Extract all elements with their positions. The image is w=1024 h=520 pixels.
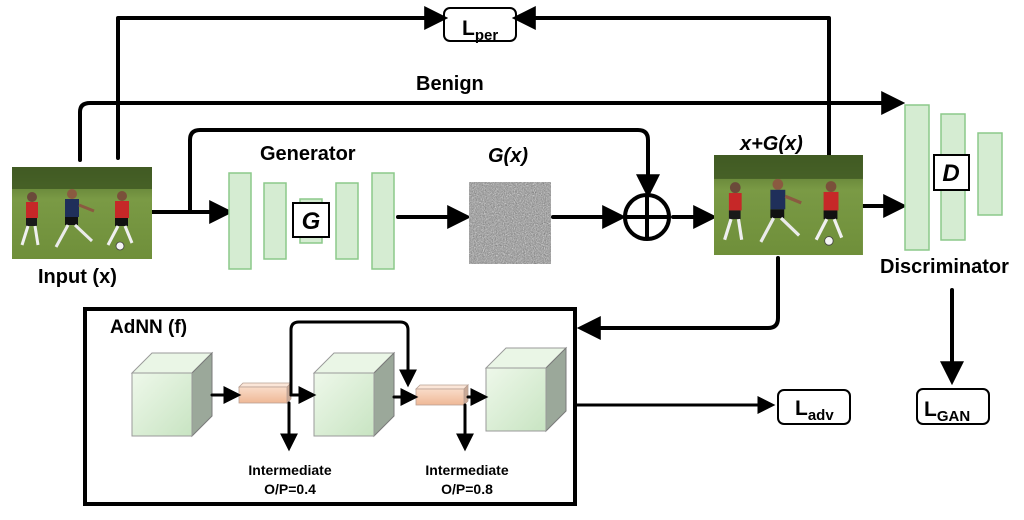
adnn-connector-1 — [238, 382, 292, 404]
generator-layer-4 — [335, 182, 359, 260]
wire-xgx-to-lper — [511, 6, 831, 157]
adnn-skip-arrow — [289, 320, 417, 397]
adnn-block-2 — [312, 351, 396, 438]
gx-label: G(x) — [488, 145, 528, 167]
intermediate-2-title: Intermediate — [425, 462, 508, 478]
loss-adv-label: Ladv — [795, 397, 834, 424]
discriminator-network: D — [904, 104, 1003, 251]
loss-gan-label: LGAN — [924, 398, 970, 425]
generator-layer-1 — [228, 172, 252, 270]
adnn-block-1 — [130, 351, 214, 438]
discriminator-label: Discriminator — [880, 256, 1009, 278]
adnn-container — [83, 307, 577, 506]
generator-symbol-box — [292, 202, 330, 238]
discriminator-layer-1 — [904, 104, 930, 251]
generator-symbol: G — [302, 208, 321, 235]
gx-noise-image — [469, 182, 551, 264]
discriminator-symbol: D — [942, 160, 959, 187]
input-image — [10, 165, 154, 261]
input-label: Input (x) — [38, 266, 117, 288]
generator-network: G — [228, 172, 395, 270]
intermediate-1-value: O/P=0.4 — [264, 481, 316, 497]
wire-input-to-lper — [116, 6, 449, 160]
discriminator-layer-3 — [977, 132, 1003, 216]
wire-xgx-to-adnn — [576, 256, 780, 340]
loss-per-label: Lper — [462, 17, 498, 44]
adnn-block-3 — [484, 346, 568, 433]
adnn-connector-2 — [415, 384, 469, 406]
loss-gan-box — [916, 388, 990, 425]
wire-skip-to-sum — [188, 128, 660, 214]
benign-label: Benign — [416, 73, 484, 95]
adnn-label: AdNN (f) — [110, 317, 187, 338]
intermediate-2-value: O/P=0.8 — [441, 481, 493, 497]
discriminator-symbol-box — [933, 154, 970, 191]
wire-benign — [78, 91, 906, 162]
circle-plus-icon — [623, 193, 671, 241]
loss-adv-box — [777, 389, 851, 425]
adversarial-image — [712, 153, 865, 257]
generator-label: Generator — [260, 143, 356, 165]
xgx-label: x+G(x) — [739, 133, 803, 155]
intermediate-1-title: Intermediate — [248, 462, 331, 478]
generator-layer-2 — [263, 182, 287, 260]
generator-layer-5 — [371, 172, 395, 270]
